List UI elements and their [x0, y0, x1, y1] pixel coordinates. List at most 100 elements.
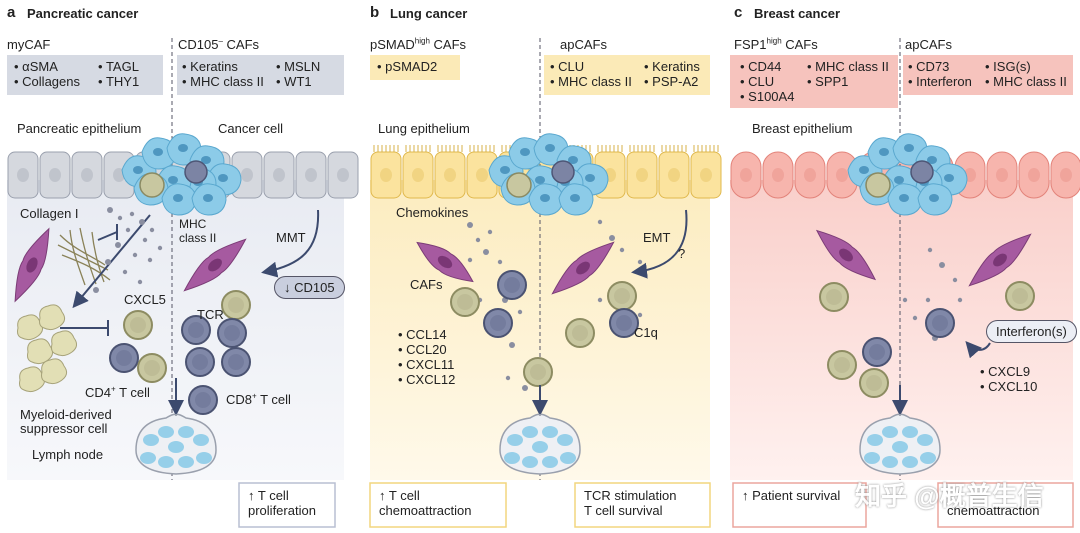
mmt-arrow: [261, 209, 320, 278]
nucleus: [144, 360, 160, 376]
nucleus: [444, 168, 456, 182]
epithelial-cell: [794, 151, 826, 199]
follicle: [168, 441, 184, 453]
mdsc-cell: [51, 330, 78, 357]
chemokine-dot: [107, 207, 113, 213]
chemokine-dot: [142, 237, 148, 243]
t-cell: [551, 160, 575, 184]
t-cell: [139, 172, 165, 198]
label-emt: EMT: [643, 230, 671, 245]
nucleus: [241, 168, 253, 182]
nucleus: [570, 194, 580, 202]
chemokine: CXCL11: [398, 357, 455, 372]
marker: PSP-A2: [644, 74, 700, 89]
mdsc-cell: [39, 304, 66, 331]
lymph-node-c: [859, 413, 941, 475]
nucleus: [839, 248, 853, 262]
outcome-line: ↑ Patient survival: [742, 488, 841, 503]
chemokine-dot: [637, 312, 643, 318]
panel-c-right-header: apCAFs: [905, 37, 952, 52]
label-cxcl5: CXCL5: [124, 292, 166, 307]
chemokine-dot: [129, 211, 135, 217]
caf-cell: [183, 238, 247, 292]
marker: ISG(s): [985, 59, 1067, 74]
nucleus: [380, 168, 392, 182]
nucleus: [203, 194, 213, 202]
marker: WT1: [276, 74, 320, 89]
epithelial-cell: [327, 151, 359, 199]
cxcl5-arrow: [72, 214, 151, 309]
emt-arrow: [631, 209, 688, 279]
interferons-pill: Interferon(s): [986, 320, 1077, 343]
epithelial-cell: [295, 151, 327, 199]
panel-b-letter: b: [370, 4, 380, 21]
follicle: [143, 434, 159, 446]
panel-c-right-markers-col1: CD73 Interferon: [908, 59, 972, 89]
panel-a-right-markers-col2: MSLN WT1: [276, 59, 320, 89]
marker: Interferon: [908, 74, 972, 89]
chemokine-dot: [147, 257, 153, 263]
marker: CD44: [740, 59, 794, 74]
t-cell: [184, 160, 208, 184]
lymph-node-b: [499, 413, 581, 475]
chemokine-dot: [597, 219, 603, 225]
chemokine-dot: [912, 315, 918, 321]
nucleus: [834, 357, 850, 373]
panel-c-outcome-left-border: [732, 482, 867, 528]
follicle: [917, 434, 933, 446]
panel-c-outcome-left: ↑ Patient survival: [734, 484, 865, 526]
chemokine-dot: [115, 242, 121, 248]
label-chemokines: Chemokines: [396, 205, 469, 220]
label-mmt: MMT: [276, 230, 306, 245]
caf-cell: [416, 241, 474, 283]
follicle: [193, 434, 209, 446]
nucleus: [49, 168, 61, 182]
label-c1q: C1q: [634, 325, 658, 340]
follicle: [560, 452, 576, 464]
chemokine-dot: [497, 259, 503, 265]
nucleus: [116, 350, 132, 366]
nucleus: [17, 168, 29, 182]
panel-a-right-markers-col1: Keratins MHC class II: [182, 59, 264, 89]
epithelial-cell: [7, 151, 39, 199]
nucleus: [944, 174, 954, 182]
follicle: [882, 426, 898, 438]
label-tcr: TCR: [197, 307, 224, 322]
panel-b-chemokine-list: CCL14 CCL20 CXCL11 CXCL12: [398, 327, 455, 387]
marker: MHC class II: [550, 74, 632, 89]
label-cafs: CAFs: [410, 277, 443, 292]
marker: CLU: [740, 74, 794, 89]
follicle: [902, 456, 918, 468]
nucleus: [130, 317, 146, 333]
panel-b-outcome-left-border: [369, 482, 507, 528]
follicle: [196, 452, 212, 464]
cancer-cell-cluster-c: [847, 133, 968, 216]
caf-cell: [551, 241, 615, 295]
follicle: [178, 426, 194, 438]
nucleus: [228, 297, 244, 313]
nucleus: [188, 322, 204, 338]
nucleus: [457, 294, 473, 310]
nucleus: [133, 166, 143, 174]
panel-a-left-header: myCAF: [7, 37, 51, 52]
panel-a-right-header: CD105– CAFs: [178, 36, 260, 52]
t-cells: [109, 270, 1035, 415]
caf-cells: [14, 227, 1032, 303]
label-mhc: MHC: [179, 217, 207, 231]
nucleus: [504, 277, 520, 293]
chemokine-dot: [105, 259, 111, 265]
nucleus: [668, 168, 680, 182]
panel-a-title: Pancreatic cancer: [27, 6, 139, 21]
panel-b-left-markers: pSMAD2: [377, 59, 437, 74]
nucleus: [826, 289, 842, 305]
nucleus: [218, 174, 228, 182]
follicle: [557, 434, 573, 446]
chemokine-dot: [93, 287, 99, 293]
caf-cell: [968, 233, 1032, 287]
chemokine-dot: [467, 257, 473, 263]
follicle: [522, 456, 538, 468]
nucleus: [273, 168, 285, 182]
panel-b-title: Lung cancer: [390, 6, 468, 21]
panel-b-right-markers-col2: Keratins PSP-A2: [644, 59, 700, 89]
